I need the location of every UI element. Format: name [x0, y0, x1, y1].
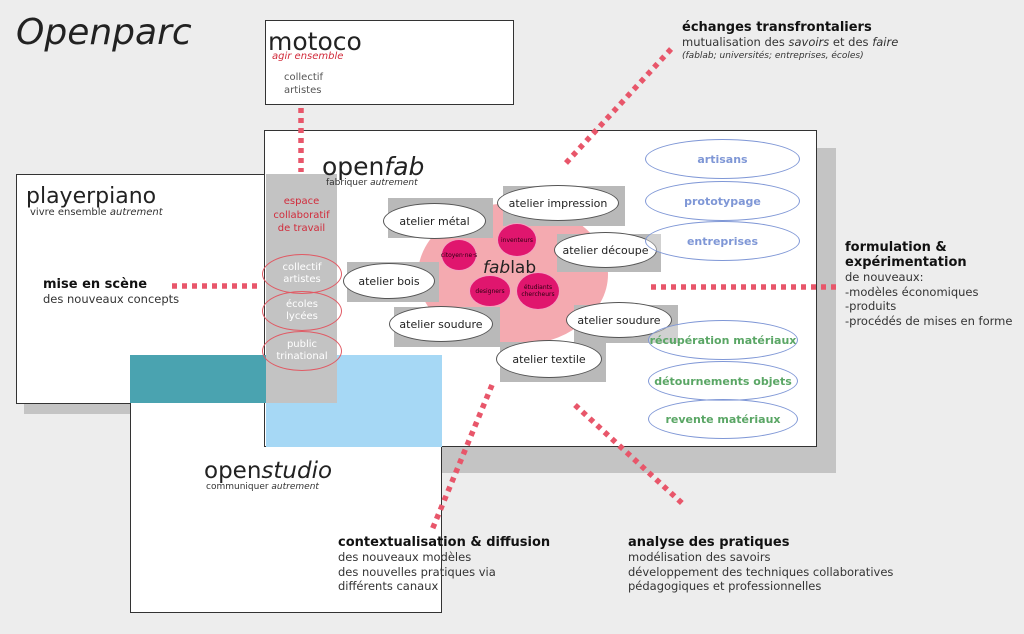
- oval-artisans: artisans: [645, 139, 800, 179]
- contextualisation-block: contextualisation & diffusion des nouvea…: [338, 535, 551, 593]
- connector-echanges: [563, 46, 675, 165]
- atelier-decoupe: atelier découpe: [554, 232, 657, 268]
- atelier-metal: atelier métal: [383, 203, 486, 239]
- motoco-box: [265, 20, 514, 105]
- atelier-impression: atelier impression: [497, 185, 619, 221]
- atelier-soudure-right: atelier soudure: [566, 302, 672, 338]
- oval-entreprises: entreprises: [645, 221, 800, 261]
- circle-citoyens: citoyen·ne·s: [441, 240, 477, 270]
- openstudio-name: openstudio: [204, 458, 333, 484]
- playerpiano-tagline: vivre ensemble autrement: [30, 207, 163, 218]
- circle-inventeurs: inventeurs: [498, 224, 536, 256]
- openstudio-tagline: communiquer autrement: [206, 482, 319, 492]
- oval-revente-materiaux: revente matériaux: [648, 399, 798, 439]
- page-title: Openparc: [16, 12, 192, 53]
- atelier-bois: atelier bois: [343, 263, 435, 299]
- atelier-textile: atelier textile: [496, 340, 602, 378]
- mise-en-scene-block: mise en scène des nouveaux concepts: [43, 277, 180, 306]
- openfab-name: openfab: [322, 152, 425, 181]
- connector-contextualisation: [429, 383, 495, 532]
- circle-designers: designers: [470, 276, 510, 306]
- atelier-soudure-left: atelier soudure: [389, 306, 493, 342]
- analyse-block: analyse des pratiques modélisation des s…: [628, 535, 894, 593]
- oval-recuperation-materiaux: récupération matériaux: [648, 320, 798, 360]
- formulation-block: formulation & expérimentation de nouveau…: [845, 240, 1013, 328]
- oval-prototypage: prototypage: [645, 181, 800, 221]
- playerpiano-openstudio-overlap: [130, 355, 266, 403]
- echanges-block: échanges transfrontaliers mutualisation …: [682, 20, 899, 61]
- openfab-tagline: fabriquer autrement: [326, 178, 418, 188]
- motoco-tagline: agir ensemble: [272, 51, 344, 62]
- playerpiano-name: playerpiano: [26, 184, 157, 209]
- oval-detournements-objets: détournements objets: [648, 361, 798, 401]
- connector-analyse: [573, 402, 686, 508]
- motoco-name: motoco: [268, 27, 362, 56]
- fablab-label: fablab: [483, 258, 537, 278]
